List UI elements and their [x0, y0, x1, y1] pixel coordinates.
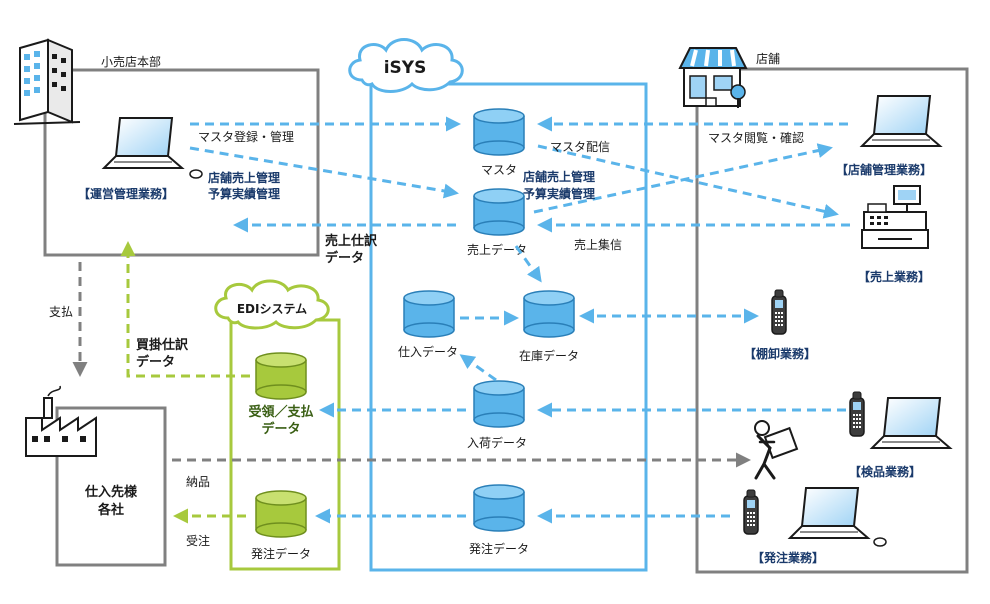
label-payment: 支払 [49, 305, 73, 319]
flow-arrival-to-purchase [459, 354, 497, 382]
db-arrival [473, 380, 525, 428]
supplier-box [55, 406, 167, 567]
storefront-icon [678, 47, 748, 108]
hq-box [43, 68, 320, 257]
label-sales-collect: 売上集信 [574, 237, 622, 252]
role-ops: 【運営管理業務】 [78, 186, 174, 201]
isys-title: iSYS [384, 58, 427, 78]
db-purchase [403, 290, 455, 338]
supplier-label-2: 各社 [97, 502, 124, 518]
db-arrival-label: 入荷データ [467, 435, 527, 450]
flow-ap-journal [120, 241, 250, 378]
label-hq-sales-mgmt-1: 店舗売上管理 [208, 170, 280, 185]
role-sales: 【売上業務】 [858, 269, 930, 284]
label-ap-journal-1: 買掛仕訳 [136, 337, 189, 353]
label-order-receive: 受注 [186, 533, 210, 548]
factory-icon [25, 385, 97, 457]
label-isys-sales-mgmt-1: 店舗売上管理 [523, 169, 595, 184]
laptop-icon [789, 487, 887, 547]
label-master-dist: マスタ配信 [550, 140, 610, 154]
db-receipt-label-1: 受領／支払 [248, 404, 313, 420]
hq-label: 小売店本部 [101, 54, 161, 69]
supplier-label-1: 仕入先様 [84, 484, 138, 500]
handheld-scanner-icon [743, 489, 759, 535]
label-hq-sales-mgmt-2: 予算実績管理 [208, 186, 280, 201]
label-delivery: 納品 [186, 475, 210, 489]
store-label: 店舗 [756, 52, 780, 66]
db-sales [473, 188, 525, 236]
office-building-icon [13, 38, 81, 125]
db-order [473, 484, 525, 532]
label-ap-journal-2: データ [136, 354, 175, 370]
isys-cloud: iSYS [348, 38, 464, 93]
laptop-icon [861, 95, 941, 147]
role-ordering: 【発注業務】 [752, 550, 824, 565]
role-store-mgmt: 【店舗管理業務】 [836, 162, 932, 177]
label-isys-sales-mgmt-2: 予算実績管理 [523, 186, 595, 201]
handheld-scanner-icon [849, 391, 865, 437]
handheld-scanner-icon [771, 289, 787, 335]
delivery-worker-icon [754, 420, 799, 480]
db-receipt-label-2: データ [261, 421, 300, 437]
laptop-icon [103, 117, 203, 179]
db-master-label: マスタ [481, 163, 517, 177]
isys-box [369, 82, 648, 572]
db-edi-order-label: 発注データ [251, 546, 311, 561]
db-master [473, 108, 525, 156]
label-sales-journal-2: データ [325, 250, 364, 266]
edi-cloud: EDIシステム [214, 279, 330, 330]
pos-register-icon [861, 185, 929, 249]
flow-store-mgmt [533, 143, 833, 214]
db-stock-label: 在庫データ [519, 348, 579, 363]
db-sales-label: 売上データ [467, 242, 527, 257]
db-stock [523, 290, 575, 338]
label-master-reg: マスタ登録・管理 [198, 129, 294, 144]
db-purchase-label: 仕入データ [398, 344, 458, 359]
laptop-icon [871, 397, 951, 449]
db-order-label: 発注データ [469, 541, 529, 556]
edi-title: EDIシステム [237, 302, 307, 316]
label-sales-journal-1: 売上仕訳 [325, 233, 378, 249]
db-receipt [255, 352, 307, 400]
flow-sales-to-stock [514, 245, 542, 283]
role-inventory: 【棚卸業務】 [744, 346, 816, 361]
db-edi-order [255, 490, 307, 538]
label-master-view: マスタ閲覧・確認 [708, 130, 804, 145]
role-inspection: 【検品業務】 [849, 464, 921, 479]
